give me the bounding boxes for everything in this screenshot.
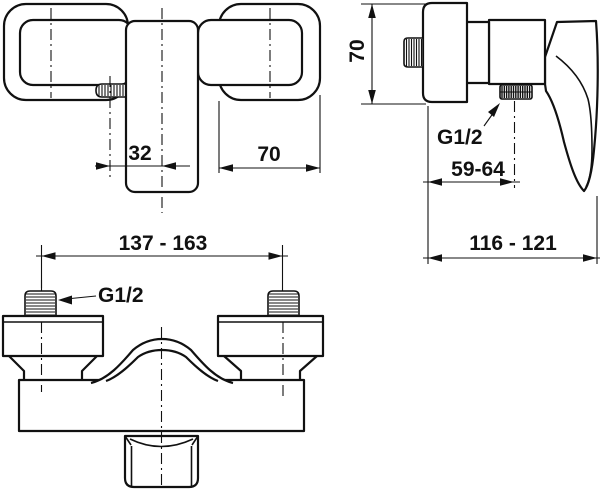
mixer-body-side-view [487, 18, 547, 86]
dim-116121-arrow-right [583, 254, 597, 262]
outlet-nut-face-arc [129, 438, 194, 448]
left-escutcheon-skirt [8, 355, 98, 380]
front-view: 137 - 163 G1/2 [1, 232, 325, 489]
dim-70-arrow-right [306, 164, 320, 172]
dim-137163-label: 137 - 163 [119, 232, 208, 255]
dim-32-arrow-left [96, 162, 110, 170]
dim-32-label: 32 [128, 142, 151, 165]
dim-5964-label: 59-64 [451, 158, 505, 181]
right-inlet-thread [267, 290, 300, 318]
dim-5964-arrow-right [500, 178, 514, 186]
dim-70v-label: 70 [346, 39, 369, 62]
side-view: 70 G1/2 59-64 116 - 121 [346, 1, 600, 264]
outlet-nut-chamfers [124, 435, 199, 446]
wall-inlet-thread-hatch [405, 39, 423, 66]
outlet-thread-leader-arrow [488, 103, 500, 117]
dim-70-label: 70 [257, 143, 280, 166]
dim-70v-arrow-top [368, 4, 376, 18]
dim-70-arrow-left [219, 164, 233, 172]
wall-escutcheon-side [421, 1, 469, 104]
top-view: 32 70 [2, 2, 322, 213]
inlet-thread-label: G1/2 [98, 284, 144, 307]
right-escutcheon-skirt [223, 355, 318, 380]
dim-5964-arrow-left [428, 178, 442, 186]
hose-bridge-fill [91, 339, 233, 383]
outlet-nut-inner-edges [130, 446, 193, 486]
right-inlet-thread-hatch [269, 293, 298, 316]
outlet-thread-label: G1/2 [437, 126, 483, 149]
dim-32-arrow-right [162, 162, 176, 170]
left-inlet-thread [24, 290, 57, 318]
dim-137163-arrow-right [268, 252, 283, 260]
dim-137163-arrow-left [41, 252, 56, 260]
right-wall-bracket-inner [196, 18, 304, 87]
hose-bridge-outer [90, 337, 234, 385]
inlet-thread-leader-arrow [58, 295, 72, 305]
dim-116121-arrow-left [428, 254, 442, 262]
lever-handle [543, 19, 599, 193]
left-inlet-thread-hatch [26, 293, 55, 316]
body-neck-ring [464, 20, 491, 85]
dim-116121-label: 116 - 121 [469, 232, 557, 255]
left-wall-bracket-inner [18, 18, 134, 87]
dim-70v-arrow-bottom [368, 90, 376, 104]
lever-handle-contour [555, 55, 593, 188]
shower-outlet-stub-thread-hatch [98, 85, 124, 96]
